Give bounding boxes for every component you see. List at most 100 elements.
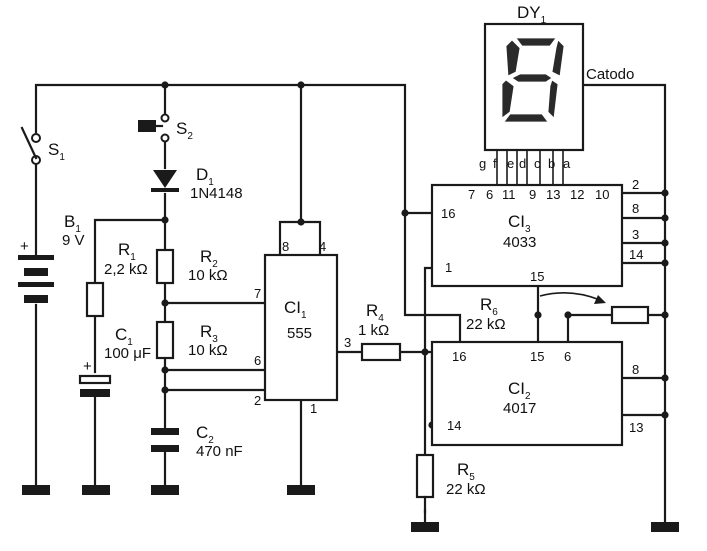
b1-value: 9 V — [62, 232, 85, 249]
resistor-r6: R6 22 kΩ — [466, 292, 650, 333]
ci3-pin9: 9 — [529, 187, 536, 202]
resistor-r2: R2 10 kΩ — [155, 247, 228, 285]
r2-ref: R — [200, 247, 212, 266]
ci1-pin8: 8 — [282, 239, 289, 254]
display-catode-label: Catodo — [586, 66, 634, 83]
s2-ref: S — [176, 119, 187, 138]
ci2-pin8: 8 — [632, 362, 639, 377]
dy1-sub: 1 — [541, 15, 547, 26]
ci1-pin3: 3 — [344, 335, 351, 350]
ci3-ref: CI — [508, 212, 525, 231]
c2-value: 470 nF — [196, 443, 243, 460]
ci1-pin1: 1 — [310, 401, 317, 416]
ci3-pin11: 11 — [502, 187, 516, 202]
c2-sub: 2 — [208, 435, 214, 446]
ic-ci1-555: CI1 555 8 4 7 6 2 3 1 — [254, 239, 351, 416]
svg-text:CI1: CI1 — [284, 298, 307, 321]
svg-text:R5: R5 — [457, 460, 475, 483]
svg-text:DY1: DY1 — [517, 3, 547, 26]
ci2-pin16: 16 — [452, 349, 466, 364]
r5-sub: 5 — [469, 472, 475, 483]
r4-sub: 4 — [378, 313, 384, 324]
resistor-r4: R4 1 kΩ — [358, 301, 402, 362]
ci3-part: 4033 — [503, 234, 536, 251]
svg-text:C2: C2 — [196, 423, 214, 446]
capacitor-c1: + C1 100 μF — [78, 325, 151, 397]
ci2-sub: 2 — [525, 391, 531, 402]
svg-text:R1: R1 — [118, 240, 136, 263]
battery-b1: + B1 9 V — [18, 212, 85, 303]
svg-text:R2: R2 — [200, 247, 218, 270]
ci3-pin3: 3 — [632, 227, 639, 242]
svg-text:R6: R6 — [480, 295, 498, 318]
r1-sub: 1 — [130, 252, 136, 263]
battery-plus: + — [20, 238, 29, 255]
ground-symbols — [22, 485, 679, 532]
s1-sub: 1 — [59, 152, 65, 163]
ci3-pin14: 14 — [629, 247, 643, 262]
ci2-pin15: 15 — [530, 349, 544, 364]
seg-label-c: c — [534, 156, 541, 171]
ic-ci2-4017: CI2 4017 16 15 6 14 8 13 — [430, 340, 643, 447]
seg-label-b: b — [548, 156, 555, 171]
ci3-pin8: 8 — [632, 201, 639, 216]
seg-label-g: g — [479, 156, 486, 171]
ci3-pin10: 10 — [595, 187, 609, 202]
r6-sub: 6 — [492, 307, 498, 318]
r1-value: 2,2 kΩ — [104, 261, 148, 278]
resistor-r1: R1 2,2 kΩ — [85, 240, 148, 318]
r3-ref: R — [200, 322, 212, 341]
ci3-pin7: 7 — [468, 187, 475, 202]
ci2-pin14: 14 — [447, 418, 461, 433]
r4-value: 1 kΩ — [358, 322, 389, 339]
ci1-part: 555 — [287, 325, 312, 342]
svg-text:B1: B1 — [64, 212, 81, 235]
seg-label-f: f — [493, 156, 497, 171]
svg-text:R4: R4 — [366, 301, 384, 324]
c1-plus: + — [83, 358, 92, 375]
ci3-pin6: 6 — [486, 187, 493, 202]
svg-text:C1: C1 — [115, 325, 133, 348]
seg-label-e: e — [507, 156, 514, 171]
svg-text:CI3: CI3 — [508, 212, 531, 235]
seven-segment-display-dy1: DY1 Catodo g f e d c b a — [479, 3, 634, 171]
c1-ref: C — [115, 325, 127, 344]
ci2-part: 4017 — [503, 400, 536, 417]
r5-value: 22 kΩ — [446, 481, 486, 498]
r6-arrow-head — [594, 295, 606, 304]
r6-ref: R — [480, 295, 492, 314]
r5-ref: R — [457, 460, 469, 479]
ci1-pin4: 4 — [319, 239, 326, 254]
ci3-pin13: 13 — [546, 187, 560, 202]
ci1-ref: CI — [284, 298, 301, 317]
d1-ref: D — [196, 165, 208, 184]
ci3-pin1: 1 — [445, 260, 452, 275]
r3-sub: 3 — [212, 334, 218, 345]
svg-text:R3: R3 — [200, 322, 218, 345]
svg-text:S2: S2 — [176, 119, 193, 142]
s2-sub: 2 — [187, 131, 193, 142]
b1-sub: 1 — [75, 224, 81, 235]
r4-ref: R — [366, 301, 378, 320]
svg-text:CI2: CI2 — [508, 379, 531, 402]
ic-ci3-4033: CI3 4033 7 6 11 9 13 12 10 16 1 15 2 8 3… — [430, 177, 643, 288]
ci1-pin2: 2 — [254, 393, 261, 408]
r1-ref: R — [118, 240, 130, 259]
ci1-pin7: 7 — [254, 286, 261, 301]
c2-ref: C — [196, 423, 208, 442]
r6-arrow-line — [539, 292, 601, 301]
capacitor-c2: C2 470 nF — [151, 423, 243, 460]
ci1-sub: 1 — [301, 310, 307, 321]
wires — [34, 83, 667, 528]
r3-value: 10 kΩ — [188, 342, 228, 359]
r2-sub: 2 — [212, 259, 218, 270]
resistor-r3: R3 10 kΩ — [155, 320, 228, 360]
resistor-r5: R5 22 kΩ — [415, 453, 486, 514]
c1-value: 100 μF — [104, 345, 151, 362]
svg-text:D1: D1 — [196, 165, 214, 188]
ci3-sub: 3 — [525, 224, 531, 235]
ci2-ref: CI — [508, 379, 525, 398]
switch-s2: S2 — [138, 113, 193, 143]
c1-sub: 1 — [127, 337, 133, 348]
